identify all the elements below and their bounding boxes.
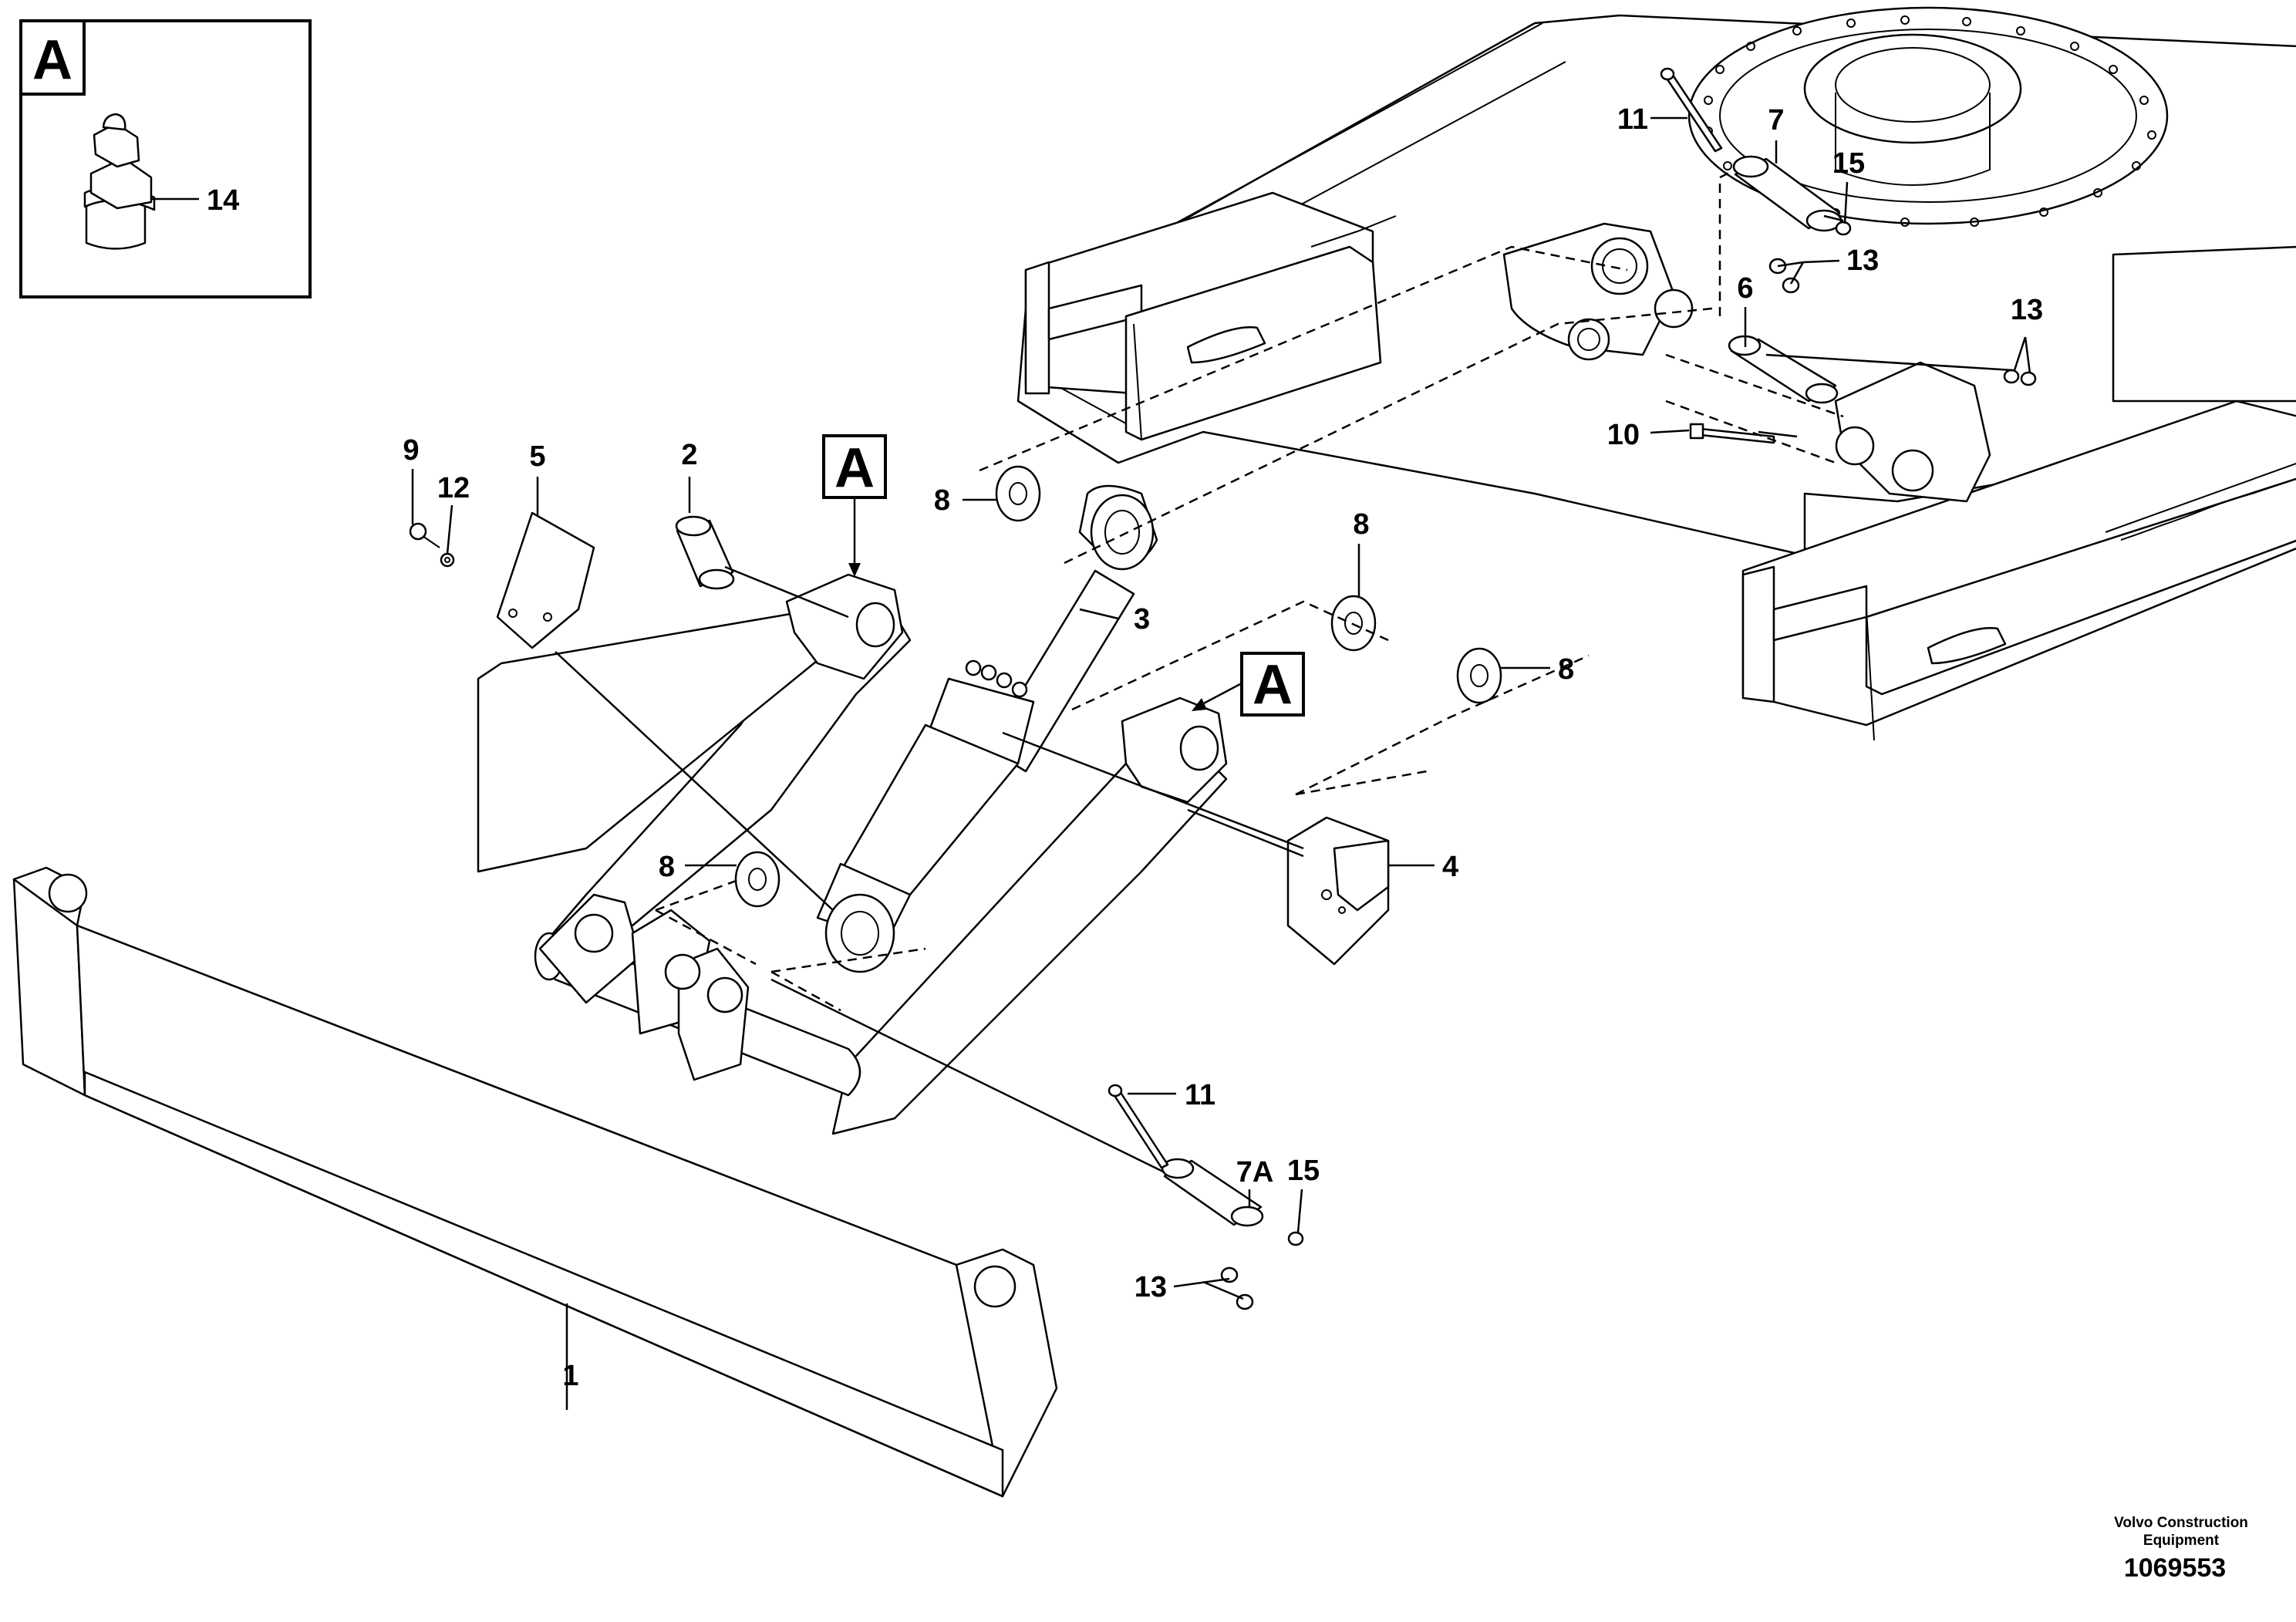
washer-part-8-a [995, 465, 1041, 522]
assembly-solid-lines [555, 214, 2014, 1174]
grease-nipple-part-14 [83, 113, 156, 250]
dozer-blade-part-1 [12, 600, 1228, 1498]
washer-part-12 [440, 552, 455, 568]
leader-3 [1079, 608, 1119, 620]
leader-13a [1777, 259, 1840, 285]
callout-2: 2 [681, 439, 697, 471]
leader-12 [446, 504, 453, 555]
bolt-part-11-b [1108, 1084, 1169, 1169]
pin-part-7a [1161, 1158, 1264, 1227]
fitting-part-15-a [1835, 221, 1852, 236]
callout-13a: 13 [1846, 244, 1879, 277]
pin-part-6 [1728, 335, 1839, 404]
washer-part-8-c [1456, 647, 1502, 704]
marker-a-frame [822, 434, 887, 499]
bolt-part-10 [1689, 423, 1775, 444]
hydraulic-cylinder-part-3 [816, 484, 1158, 973]
arm-lug [785, 573, 1228, 804]
leader-15b [1296, 1189, 1303, 1233]
guard-plate-part-4 [1286, 816, 1390, 966]
callout-12: 12 [437, 472, 470, 504]
bolt-part-9 [409, 522, 440, 548]
bushing-part-2 [675, 515, 735, 590]
callout-8a: 8 [934, 484, 950, 517]
detail-label-box [19, 19, 86, 96]
callout-14: 14 [207, 184, 239, 217]
callout-9: 9 [403, 434, 419, 467]
reference-marker-a-1: A [822, 434, 887, 577]
callout-13c: 13 [1135, 1271, 1167, 1303]
detail-view-a: A 14 [19, 19, 312, 298]
callout-3: 3 [1134, 603, 1150, 636]
callout-15b: 15 [1287, 1155, 1320, 1187]
fitting-part-15-b [1287, 1231, 1304, 1246]
callout-13b: 13 [2011, 294, 2043, 326]
callout-7: 7 [1768, 104, 1784, 137]
callout-leaders [411, 116, 2031, 1410]
marker-a-letter: A [1253, 654, 1293, 716]
callout-8d: 8 [659, 851, 675, 883]
pin-part-7 [1732, 155, 1843, 232]
callout-15a: 15 [1832, 147, 1865, 180]
callout-11b: 11 [1185, 1079, 1215, 1111]
guard-plate-part-5 [496, 511, 595, 649]
callout-11a: 11 [1617, 103, 1648, 136]
leader-13c [1173, 1277, 1244, 1300]
leader-15a [1843, 181, 1849, 224]
callout-numbers: 1 2 3 4 5 6 7 7A 8 8 8 8 9 10 11 11 12 1… [403, 103, 2043, 1392]
callout-1: 1 [562, 1360, 578, 1392]
footer: Volvo Construction Equipment 1069553 [2114, 1515, 2248, 1583]
marker-a-letter: A [834, 437, 875, 499]
fitting-part-13-c [1220, 1266, 1254, 1310]
company-line-2: Equipment [2143, 1533, 2220, 1549]
cylinder-collar-bolts [965, 659, 1028, 698]
washer-part-8-b [1330, 595, 1377, 652]
marker-a-frame [1240, 652, 1305, 717]
detail-label: A [32, 29, 72, 91]
undercarriage-frame [1017, 6, 2296, 741]
callout-8c: 8 [1558, 653, 1574, 686]
callout-8b: 8 [1353, 508, 1369, 541]
leader-10 [1650, 429, 1690, 434]
bolt-part-11-a [1660, 67, 1723, 153]
callout-5: 5 [529, 440, 545, 473]
callout-10: 10 [1607, 419, 1640, 451]
callout-7a: 7A [1236, 1156, 1274, 1189]
assembly-dashed-lines [655, 168, 1844, 1012]
detail-frame [19, 19, 312, 298]
callout-4: 4 [1442, 851, 1458, 883]
reference-marker-a-2: A [1192, 652, 1305, 717]
leader-13b [2013, 336, 2031, 374]
document-number: 1069553 [2124, 1553, 2226, 1583]
company-line-1: Volvo Construction [2114, 1515, 2248, 1531]
washer-part-8-d [734, 851, 781, 908]
callout-6: 6 [1737, 272, 1753, 305]
fitting-part-13-b [2003, 369, 2037, 386]
